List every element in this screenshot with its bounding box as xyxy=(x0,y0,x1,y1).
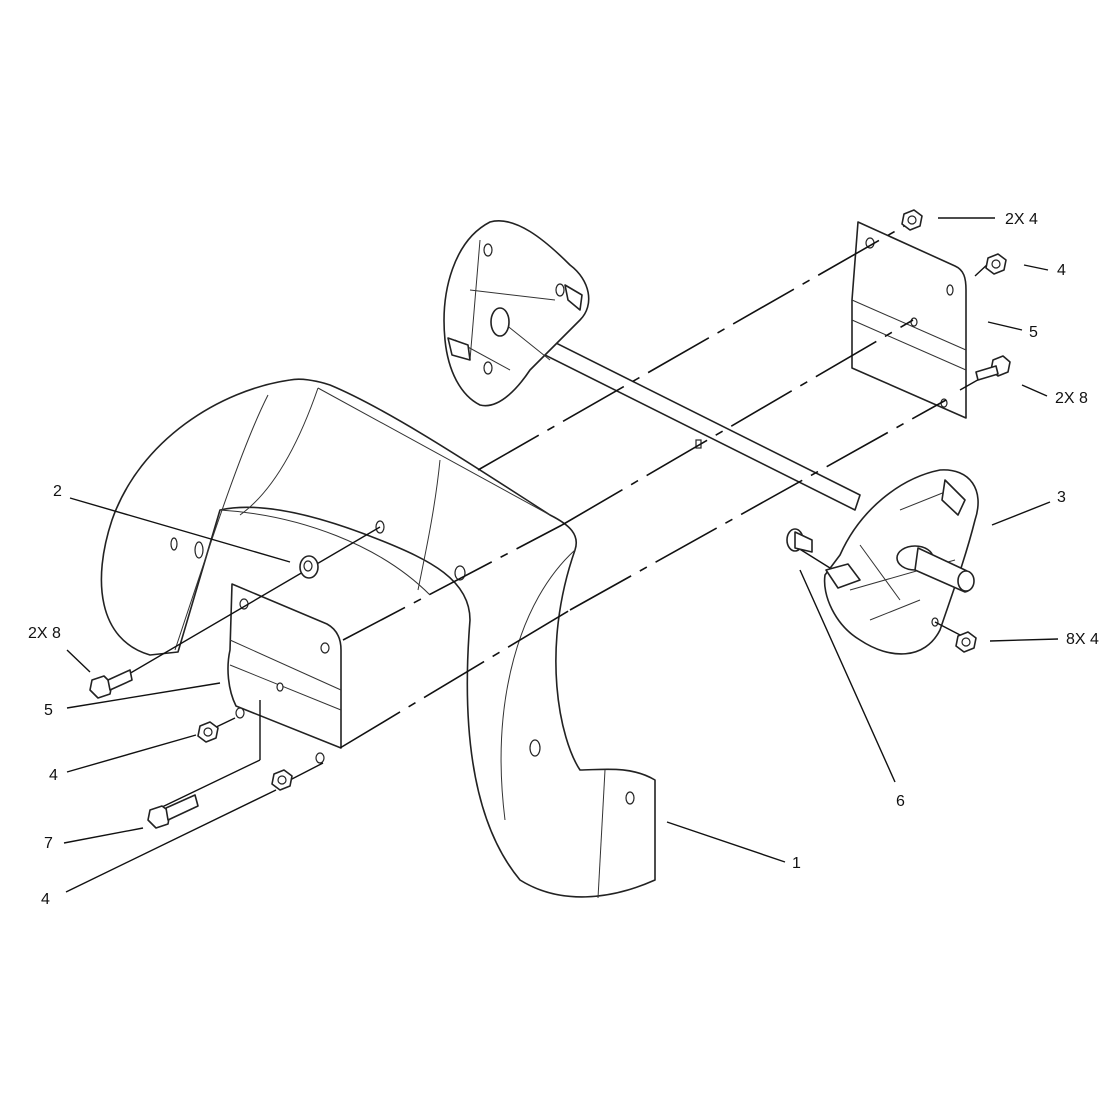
left-side-plate xyxy=(227,583,342,764)
callout-5-right: 5 xyxy=(1029,324,1038,341)
callout-leaders xyxy=(63,217,1059,893)
callout-3: 3 xyxy=(1057,489,1066,506)
callout-1: 1 xyxy=(792,855,801,872)
nut-left xyxy=(197,721,219,743)
bolt-left xyxy=(89,669,133,699)
bolt-lower-left xyxy=(147,794,199,829)
shear-pin xyxy=(786,528,813,553)
callout-2: 2 xyxy=(53,483,62,500)
callout-2x8-left: 2X 8 xyxy=(28,625,61,642)
callout-6: 6 xyxy=(896,793,905,810)
nut-top-right xyxy=(901,209,923,231)
nut-right xyxy=(985,253,1007,275)
callout-5-left: 5 xyxy=(44,702,53,719)
right-side-plate xyxy=(851,221,967,419)
nut-right-lower xyxy=(955,631,977,653)
auger-housing xyxy=(100,378,656,899)
callout-2x4-top: 2X 4 xyxy=(1005,211,1038,228)
callout-7: 7 xyxy=(44,835,53,852)
bolt-right xyxy=(975,355,1011,381)
callout-4-left: 4 xyxy=(49,767,58,784)
callout-4-bottom: 4 xyxy=(41,891,50,908)
impeller-right xyxy=(823,469,979,655)
assembly-centerlines xyxy=(109,224,991,809)
spacer xyxy=(299,555,319,579)
callout-4-right: 4 xyxy=(1057,262,1066,279)
impeller-left xyxy=(443,220,590,407)
nut-bottom-left xyxy=(271,769,293,791)
callout-2x8-right: 2X 8 xyxy=(1055,390,1088,407)
callout-8x4: 8X 4 xyxy=(1066,631,1099,648)
